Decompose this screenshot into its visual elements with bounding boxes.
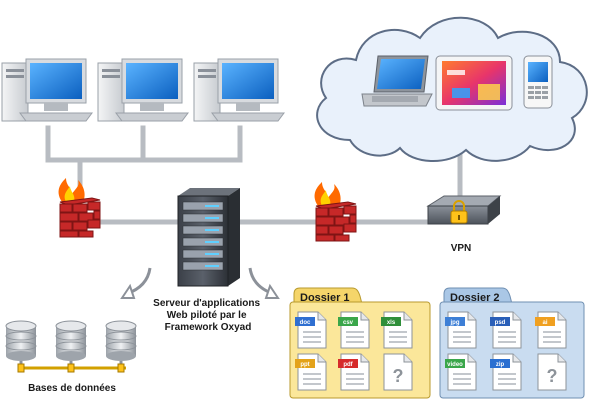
desktop-computer-icon (97, 58, 189, 122)
file-badge (381, 317, 401, 326)
file-icon-unknown: ? (383, 353, 413, 391)
database-icon (55, 320, 87, 368)
file-badge (295, 317, 315, 326)
file-icon-pdf: pdf (338, 353, 370, 391)
file-badge-label: psd (495, 320, 506, 326)
file-badge-label: video (447, 362, 463, 368)
databases (5, 320, 137, 373)
laptop-icon (361, 55, 433, 107)
file-icon-csv: csv (338, 311, 370, 349)
server-rack-icon (177, 188, 240, 287)
file-unknown-mark: ? (393, 366, 404, 386)
file-badge-label: ppt (300, 362, 309, 368)
server-label-line-3: Framework Oxyad (165, 322, 252, 333)
folder-2-tab (443, 287, 513, 305)
curved-arrow-right-icon (248, 267, 280, 299)
file-badge (490, 359, 510, 368)
file-icon-zip: zip (490, 353, 522, 391)
cloud (316, 16, 588, 163)
file-badge-label: csv (343, 320, 354, 326)
database-connector (117, 363, 125, 373)
file-badge-label: zip (496, 362, 505, 368)
file-badge-label: doc (300, 320, 311, 326)
file-badge-label: ai (542, 320, 547, 326)
folder-1-tab (293, 287, 363, 305)
file-icon-jpg: jpg (445, 311, 477, 349)
firewall-icon (58, 178, 101, 238)
lock-icon (450, 200, 468, 224)
file-badge (338, 317, 358, 326)
folder-dossier-2: Dossier 2 jpg psd ai video zip? (439, 287, 585, 399)
file-icon-ppt: ppt (295, 353, 327, 391)
file-badge (445, 317, 465, 326)
databases-label: Bases de données (28, 383, 116, 394)
file-badge (445, 359, 465, 368)
curved-arrow-left-icon (120, 267, 152, 299)
folder-2-files: jpg psd ai video zip? (445, 311, 567, 391)
folder-1-title: Dossier 1 (300, 292, 350, 304)
file-unknown-mark: ? (547, 366, 558, 386)
server-label-line-1: Serveur d'applications (153, 298, 260, 309)
file-badge (490, 317, 510, 326)
file-badge-label: xls (387, 320, 396, 326)
file-icon-ai: ai (535, 311, 567, 349)
file-badge (535, 317, 555, 326)
folder-1-files: doc csv xls ppt pdf? (295, 311, 413, 391)
firewall-icon (314, 182, 357, 242)
tablet-icon (435, 55, 513, 111)
vpn-label: VPN (451, 243, 472, 254)
file-icon-doc: doc (295, 311, 327, 349)
server-label: Serveur d'applications Web piloté par le… (153, 298, 263, 333)
folder-2-title: Dossier 2 (450, 292, 500, 304)
file-icon-unknown: ? (537, 353, 567, 391)
network-links (45, 125, 463, 225)
file-icon-video: video (445, 353, 477, 391)
file-icon-psd: psd (490, 311, 522, 349)
database-icon (105, 320, 137, 368)
file-badge-label: jpg (450, 320, 460, 326)
database-connector (17, 363, 25, 373)
file-icon-xls: xls (381, 311, 413, 349)
server-label-line-2: Web piloté par le (167, 310, 247, 321)
desktop-computer-icon (193, 58, 285, 122)
smartphone-icon (523, 55, 553, 109)
desktop-computer-icon (1, 58, 93, 122)
vpn-device-icon (426, 195, 502, 225)
database-icon (5, 320, 37, 368)
file-badge (295, 359, 315, 368)
folder-dossier-1: Dossier 1 doc csv xls ppt pdf? (289, 287, 431, 399)
file-badge (338, 359, 358, 368)
workstations (1, 58, 285, 122)
file-badge-label: pdf (343, 362, 353, 368)
database-connector (67, 363, 75, 373)
